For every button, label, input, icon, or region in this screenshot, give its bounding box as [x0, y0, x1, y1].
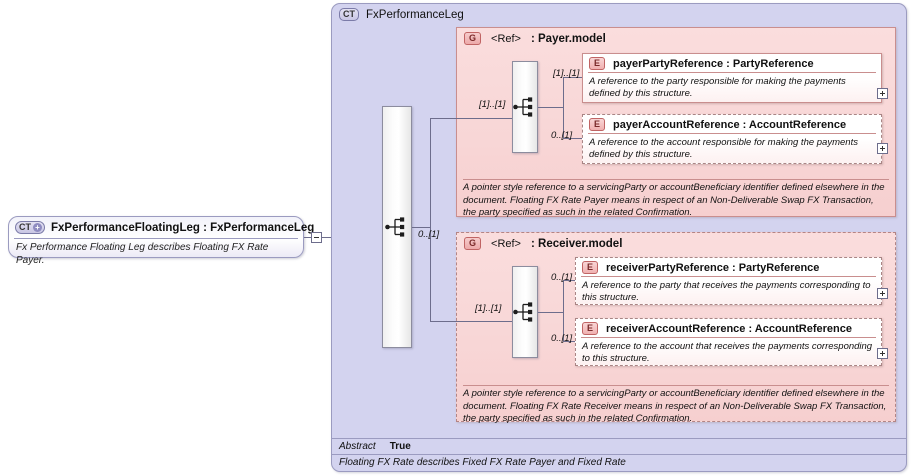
sequence-compositor-icon — [513, 302, 533, 322]
element-receiverPartyReference[interactable]: E receiverPartyReference : PartyReferenc… — [575, 257, 882, 305]
payer-sequence-compositor[interactable] — [512, 61, 538, 153]
element-badge-icon: E — [582, 322, 599, 335]
group-payer-header: G <Ref> : Payer.model — [457, 28, 895, 45]
element-documentation: A reference to the party that receives t… — [582, 280, 871, 304]
root-complextype-node[interactable]: CT+ FxPerformanceFloatingLeg : FxPerform… — [8, 216, 314, 266]
connector-receiver-out — [538, 312, 563, 313]
connector-main-vertical — [430, 118, 431, 321]
group-receiver-name: : Receiver.model — [530, 237, 623, 250]
complextype-badge-icon[interactable]: CT+ — [15, 221, 45, 234]
connector-payer-to-account — [563, 138, 582, 139]
receiver-sequence-compositor[interactable] — [512, 266, 538, 358]
group-payer-documentation: A pointer style reference to a servicing… — [463, 179, 889, 220]
cardinality-payer-account: 0..[1] — [551, 130, 573, 141]
element-badge-icon: E — [589, 57, 606, 70]
cardinality-receiver-seq-in: [1]..[1] — [475, 303, 502, 314]
element-name: payerAccountReference : AccountReference — [613, 118, 847, 131]
expand-toggle-icon[interactable] — [877, 288, 888, 299]
root-node-divider — [14, 238, 298, 239]
group-badge-icon: G — [464, 32, 482, 45]
connector-payer-out — [538, 107, 563, 108]
element-badge-icon: E — [589, 118, 606, 131]
element-header: E receiverAccountReference : AccountRefe… — [576, 319, 881, 337]
element-divider — [588, 133, 876, 134]
element-payerAccountReference[interactable]: E payerAccountReference : AccountReferen… — [582, 114, 882, 164]
element-documentation: A reference to the account responsible f… — [589, 137, 858, 161]
group-payer-ref: <Ref> — [491, 32, 521, 45]
abstract-label: Abstract — [339, 441, 376, 452]
cardinality-receiver-party: 0..[1] — [551, 272, 573, 283]
element-header: E payerPartyReference : PartyReference — [583, 54, 881, 72]
connector-payer-vertical — [563, 77, 564, 138]
expand-toggle-icon[interactable] — [877, 348, 888, 359]
sequence-compositor-icon — [513, 97, 533, 117]
element-divider — [581, 337, 876, 338]
root-node-documentation: Fx Performance Floating Leg describes Fl… — [16, 242, 269, 266]
element-divider — [588, 72, 876, 73]
connector-root-right — [304, 237, 312, 238]
expand-plus-icon[interactable]: + — [33, 223, 42, 232]
connector-receiver-vertical — [563, 280, 564, 341]
element-documentation: A reference to the account that receives… — [582, 341, 873, 365]
complextype-badge-icon: CT — [339, 8, 359, 21]
cardinality-receiver-account: 0..[1] — [551, 333, 573, 344]
container-footer: Abstract True Floating FX Rate describes… — [332, 438, 906, 471]
abstract-row: Abstract True — [332, 438, 906, 454]
expand-toggle-icon[interactable] — [877, 88, 888, 99]
connector-main-out — [412, 227, 430, 228]
connector-main-to-payer — [430, 118, 456, 119]
connector-receiver-group-in — [456, 321, 512, 322]
element-badge-icon: E — [582, 261, 599, 274]
collapse-toggle-icon[interactable] — [311, 232, 322, 243]
element-divider — [581, 276, 876, 277]
expand-toggle-icon[interactable] — [877, 143, 888, 154]
element-name: receiverAccountReference : AccountRefere… — [606, 322, 852, 335]
cardinality-payer-party: [1]..[1] — [553, 68, 580, 79]
group-receiver-documentation: A pointer style reference to a servicing… — [463, 385, 889, 426]
container-title: FxPerformanceLeg — [366, 8, 464, 21]
complextype-badge-label: CT — [19, 222, 31, 232]
container-documentation: Floating FX Rate describes Fixed FX Rate… — [332, 454, 906, 471]
abstract-value: True — [389, 441, 411, 452]
connector-receiver-to-account — [563, 341, 582, 342]
connector-receiver-to-party — [563, 280, 582, 281]
root-node-title: CT+ FxPerformanceFloatingLeg : FxPerform… — [9, 217, 314, 238]
element-documentation: A reference to the party responsible for… — [589, 76, 846, 100]
group-receiver-header: G <Ref> : Receiver.model — [457, 233, 895, 250]
group-receiver-ref: <Ref> — [491, 237, 521, 250]
element-receiverAccountReference[interactable]: E receiverAccountReference : AccountRefe… — [575, 318, 882, 366]
main-sequence-compositor[interactable] — [382, 106, 412, 348]
group-badge-icon: G — [464, 237, 482, 250]
sequence-compositor-icon — [385, 217, 405, 237]
element-payerPartyReference[interactable]: E payerPartyReference : PartyReference A… — [582, 53, 882, 103]
connector-main-to-receiver — [430, 321, 456, 322]
root-node-name: FxPerformanceFloatingLeg : FxPerformance… — [51, 221, 315, 234]
connector-payer-to-party — [563, 77, 582, 78]
element-name: receiverPartyReference : PartyReference — [606, 261, 820, 274]
cardinality-sequence-to-receiver: 0..[1] — [418, 229, 440, 240]
element-name: payerPartyReference : PartyReference — [613, 57, 814, 70]
element-header: E payerAccountReference : AccountReferen… — [583, 115, 881, 133]
connector-payer-group-in — [456, 118, 512, 119]
element-header: E receiverPartyReference : PartyReferenc… — [576, 258, 881, 276]
group-payer-name: : Payer.model — [530, 32, 606, 45]
cardinality-payer-seq-in: [1]..[1] — [479, 99, 506, 110]
container-header: CT FxPerformanceLeg — [332, 4, 906, 21]
